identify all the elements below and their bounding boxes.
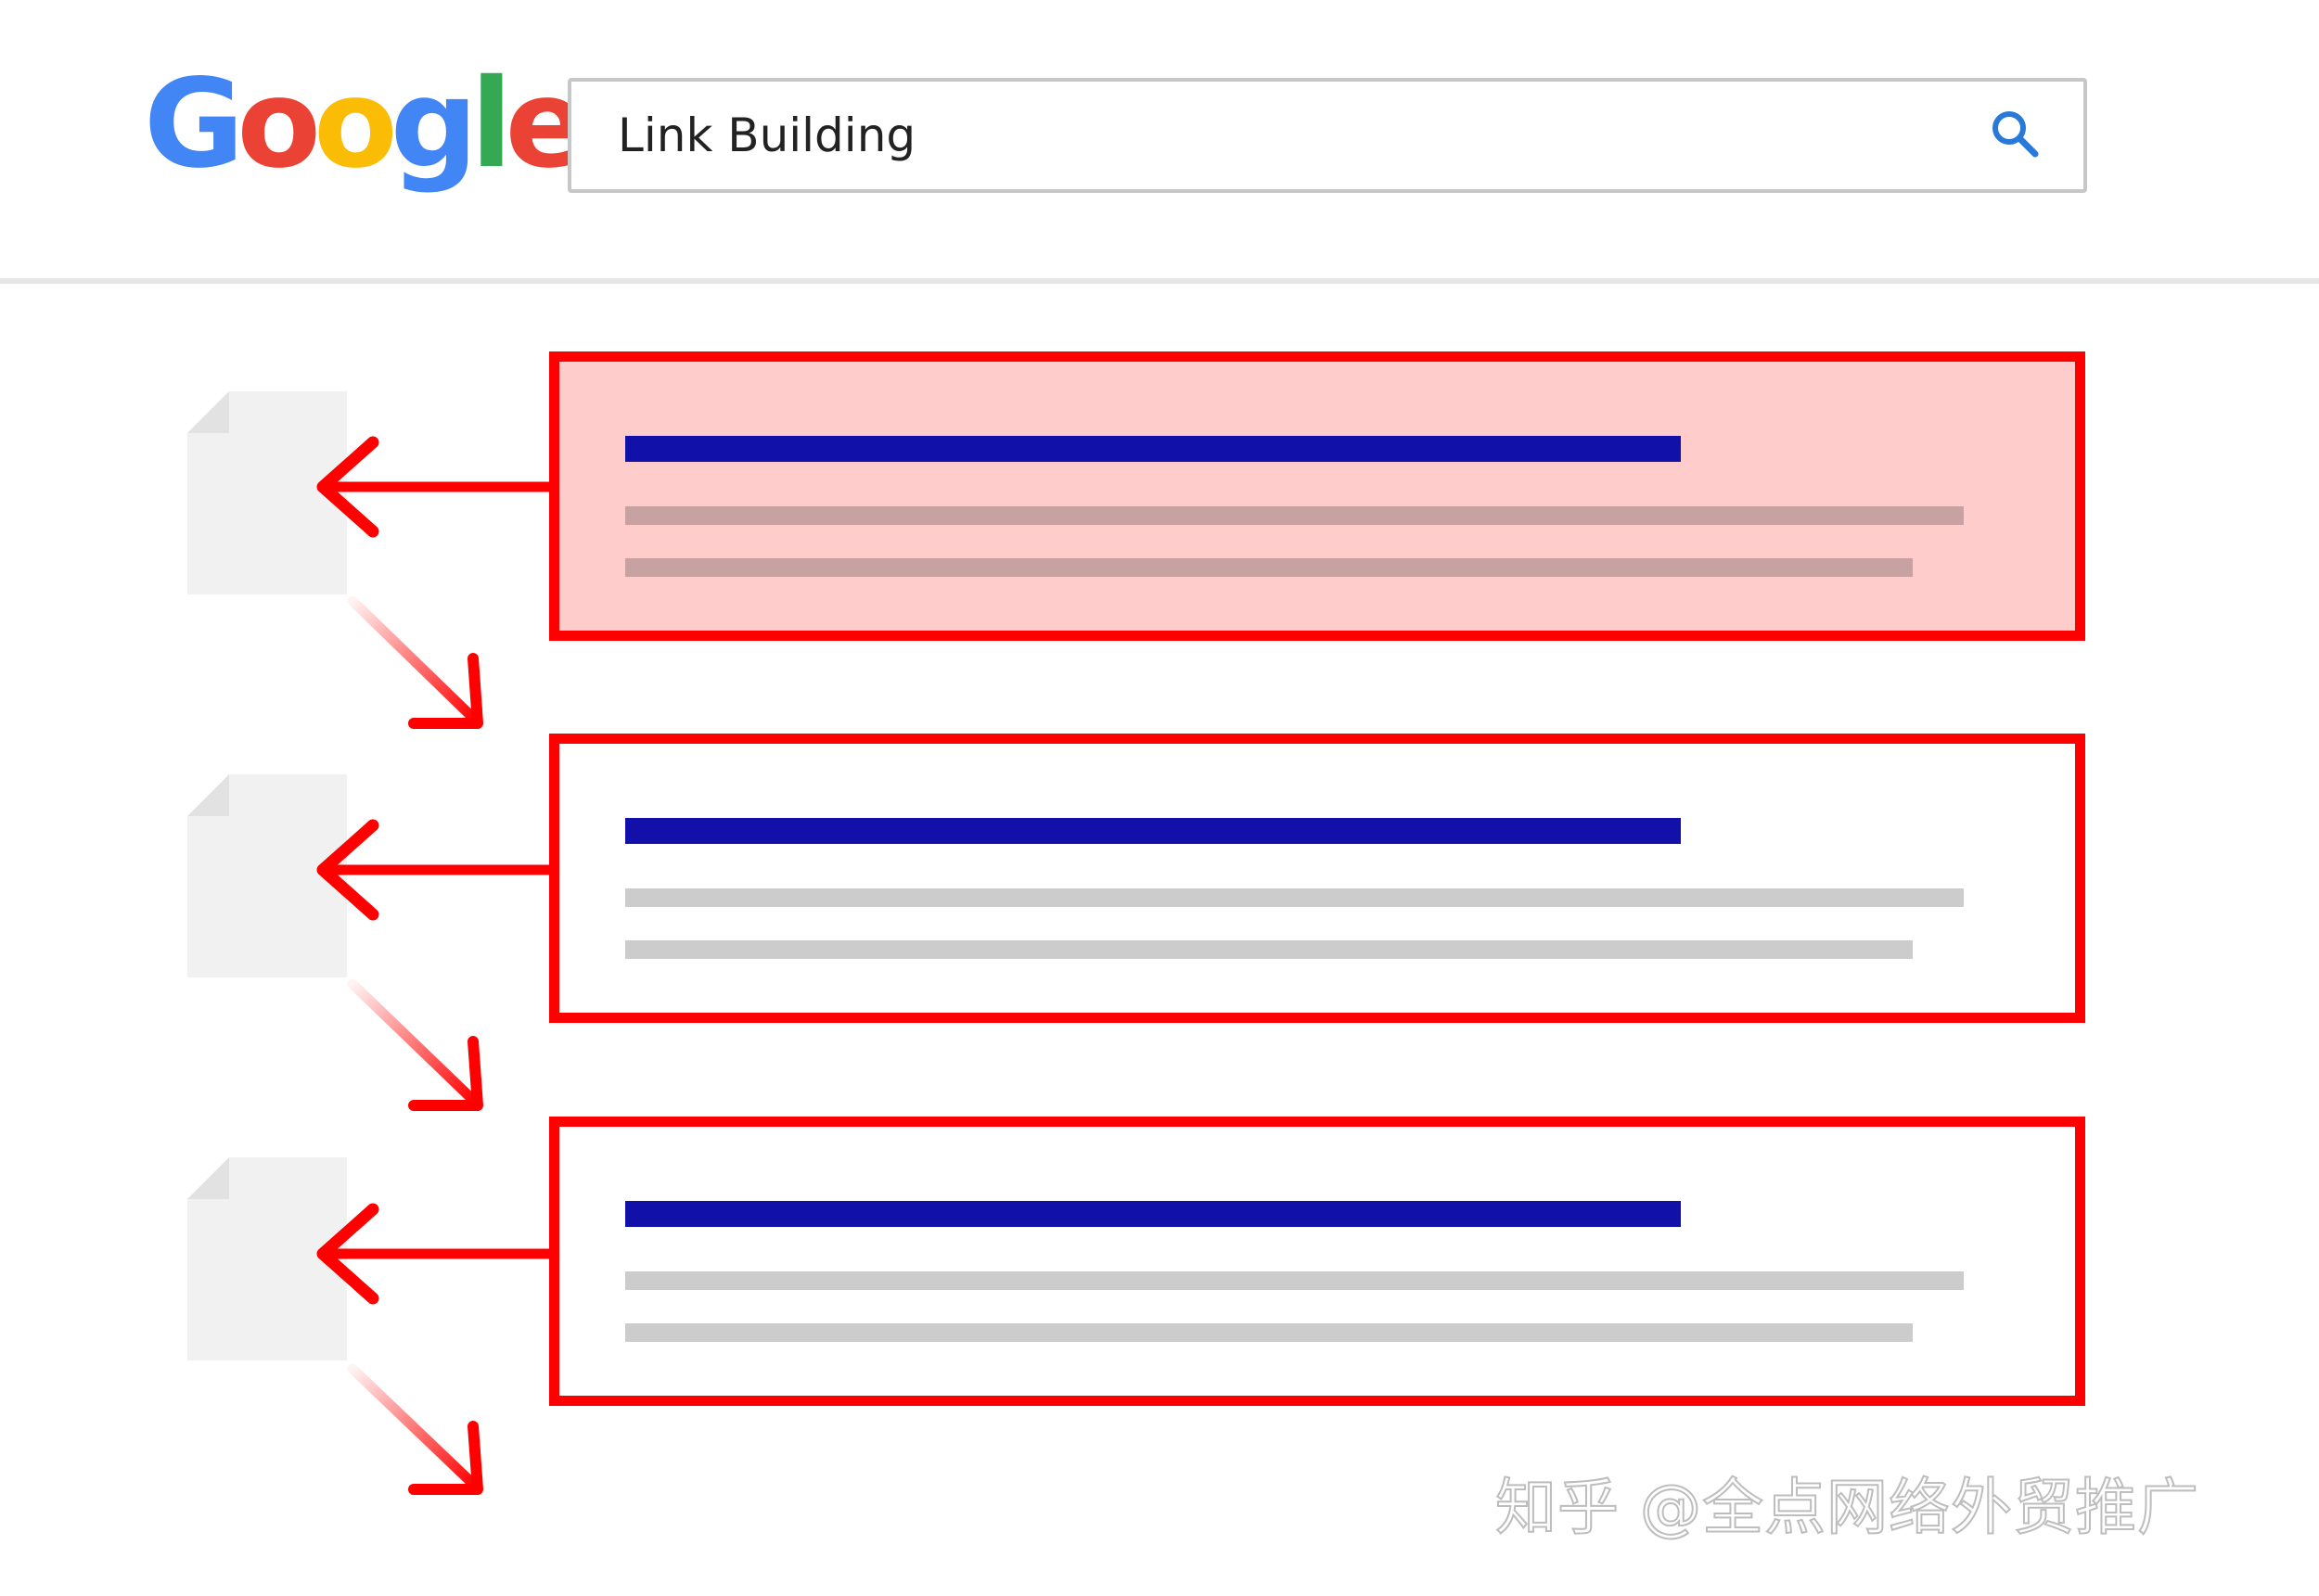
diagonal-arrow-icon (347, 1363, 483, 1495)
left-arrow-icon (316, 436, 555, 538)
result-snippet-line (625, 940, 1913, 959)
diagonal-arrow-icon (347, 978, 483, 1111)
search-box[interactable] (568, 78, 2087, 193)
search-icon[interactable] (1987, 106, 2043, 161)
logo-letter: o (237, 53, 321, 196)
logo-letter: G (144, 53, 244, 196)
logo-letter: g (390, 53, 478, 196)
left-arrow-icon (316, 819, 555, 921)
page-icon (187, 774, 347, 977)
page-icon (187, 1157, 347, 1360)
result-snippet-line (625, 888, 1964, 907)
diagonal-arrow-icon (347, 595, 483, 729)
search-result[interactable] (549, 734, 2085, 1023)
result-snippet-line (625, 1323, 1913, 1342)
result-title-bar[interactable] (625, 818, 1681, 844)
result-snippet-line (625, 1271, 1964, 1290)
result-snippet-line (625, 558, 1913, 577)
search-result[interactable] (549, 351, 2085, 641)
search-input[interactable] (618, 82, 1916, 189)
left-arrow-icon (316, 1203, 555, 1305)
result-title-bar[interactable] (625, 1201, 1681, 1227)
search-result[interactable] (549, 1117, 2085, 1406)
logo-letter: o (314, 53, 398, 196)
result-snippet-line (625, 506, 1964, 525)
header-divider (0, 278, 2319, 284)
page-icon (187, 391, 347, 594)
watermark: 知乎 @全点网络外贸推广 (1494, 1471, 2199, 1544)
result-title-bar[interactable] (625, 436, 1681, 462)
